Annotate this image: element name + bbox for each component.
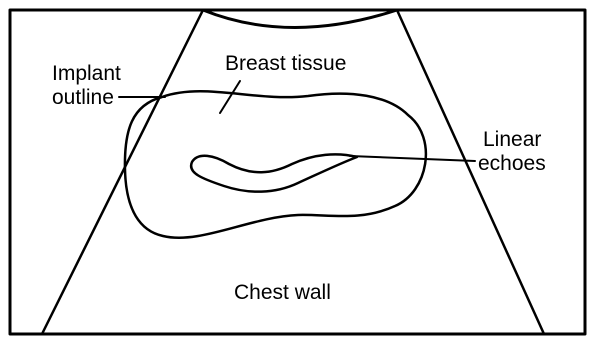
breast-tissue-leader (220, 81, 240, 113)
label-implant-outline-1: Implant (52, 62, 121, 85)
label-breast-tissue: Breast tissue (225, 52, 346, 75)
linear-echoes-shape (191, 154, 357, 191)
implant-outline-shape (125, 91, 426, 237)
label-linear-echoes-2: echoes (478, 152, 546, 175)
label-linear-echoes-1: Linear (483, 128, 541, 151)
transducer-arc (203, 10, 397, 28)
label-implant-outline-2: outline (52, 86, 114, 109)
beam-left-edge (42, 10, 203, 334)
label-chest-wall: Chest wall (234, 281, 331, 304)
linear-echoes-leader (350, 156, 475, 161)
